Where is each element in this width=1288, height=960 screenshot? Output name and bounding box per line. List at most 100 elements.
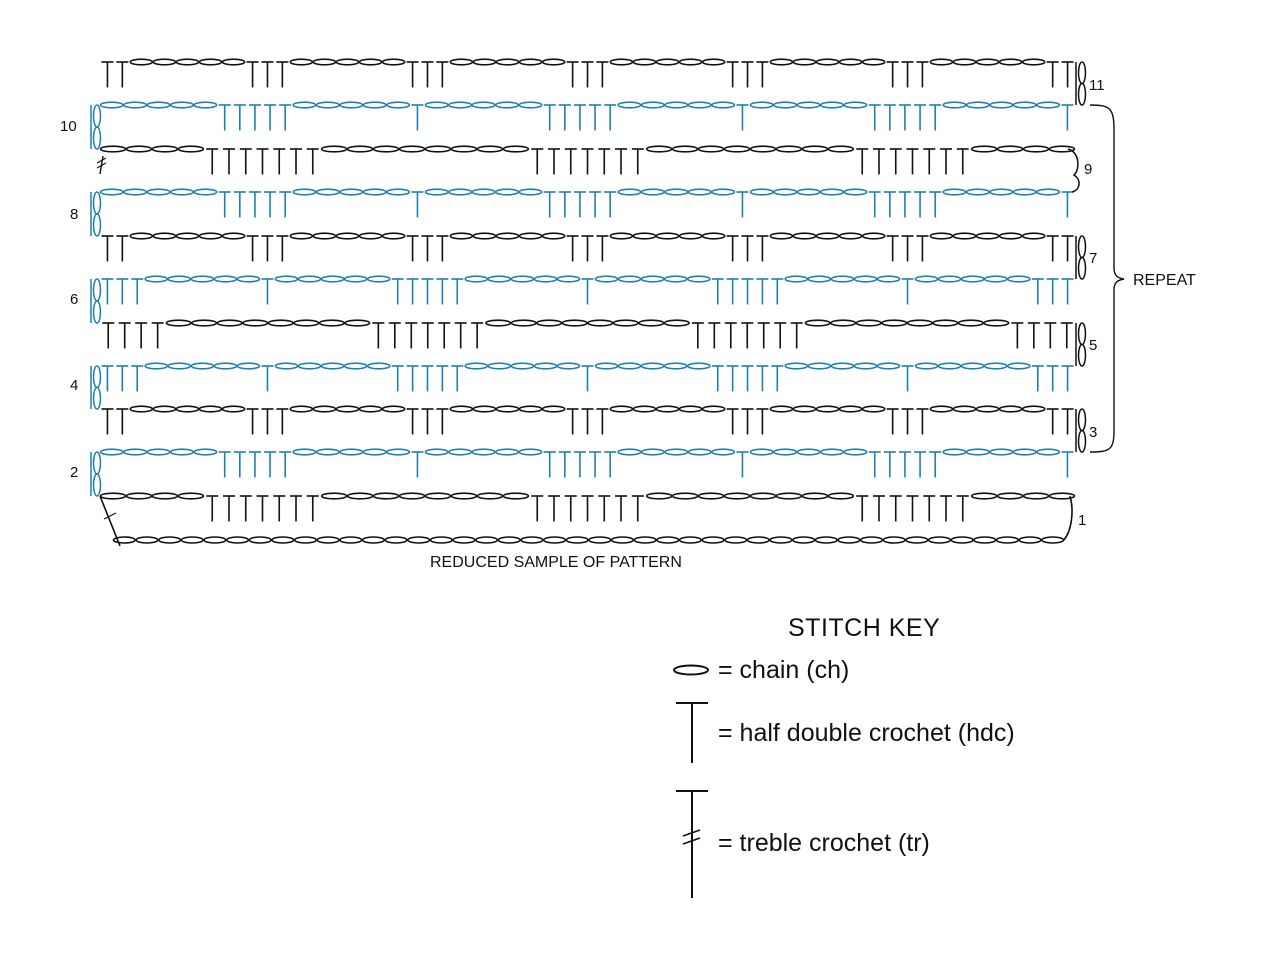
chain-stitch bbox=[983, 319, 1010, 327]
chain-stitch bbox=[335, 405, 360, 413]
turning-chain-row-9 bbox=[1067, 148, 1080, 193]
chain-stitch bbox=[687, 101, 712, 109]
chain-stitch bbox=[289, 58, 314, 66]
chain-stitch bbox=[123, 448, 148, 456]
chain-stitch bbox=[830, 319, 857, 327]
foundation-chain-stitch bbox=[384, 536, 408, 544]
chain-stitch bbox=[99, 448, 124, 456]
chain-stitch bbox=[807, 362, 832, 370]
chain-stitch bbox=[424, 145, 452, 153]
chain-stitch bbox=[830, 275, 855, 283]
foundation-chain-stitch bbox=[746, 536, 770, 544]
treble-icon bbox=[676, 790, 708, 898]
chain-stitch bbox=[655, 232, 680, 240]
chain-stitch bbox=[165, 319, 192, 327]
foundation-chain-stitch bbox=[157, 536, 182, 544]
chain-stitch bbox=[146, 188, 171, 196]
chain-stitch bbox=[448, 188, 473, 196]
chain-stitch bbox=[448, 101, 473, 109]
chain-stitch bbox=[645, 492, 673, 500]
chain-stitch bbox=[449, 232, 474, 240]
chain-stitch bbox=[144, 362, 169, 370]
chain-stitch bbox=[612, 319, 639, 327]
chain-stitch bbox=[144, 275, 169, 283]
chain-stitch bbox=[177, 492, 205, 500]
chain-stitch bbox=[965, 101, 990, 109]
turning-chain-right bbox=[1077, 82, 1087, 106]
foundation-chain-stitch bbox=[497, 536, 521, 544]
chain-stitch bbox=[198, 58, 223, 66]
chain-stitch bbox=[989, 448, 1014, 456]
chain-stitch bbox=[853, 362, 878, 370]
chain-stitch bbox=[876, 362, 901, 370]
chain-stitch bbox=[594, 362, 619, 370]
foundation-chain-stitch bbox=[542, 536, 567, 544]
chain-stitch bbox=[796, 448, 821, 456]
chain-stitch bbox=[827, 492, 855, 500]
foundation-chain-stitch bbox=[1018, 536, 1042, 544]
chain-stitch bbox=[609, 58, 634, 66]
chain-stitch bbox=[1048, 145, 1076, 153]
chain-stitch bbox=[929, 58, 954, 66]
foundation-chain-stitch bbox=[248, 536, 272, 544]
chain-stitch bbox=[518, 188, 543, 196]
row-7 bbox=[101, 232, 1074, 262]
turning-chain-left bbox=[92, 451, 102, 475]
chain-stitch bbox=[861, 405, 886, 413]
foundation-chain-stitch bbox=[882, 536, 906, 544]
turning-chain-left bbox=[92, 278, 102, 302]
chain-stitch bbox=[472, 232, 497, 240]
chain-stitch bbox=[193, 101, 218, 109]
chain-stitch bbox=[843, 101, 868, 109]
chain-stitch bbox=[476, 145, 504, 153]
foundation-chain-stitch bbox=[429, 536, 453, 544]
foundation-chain-stitch bbox=[724, 536, 748, 544]
chain-stitch bbox=[476, 492, 504, 500]
foundation-chain-stitch bbox=[112, 536, 136, 544]
foundation-chain-stitch bbox=[135, 536, 159, 544]
chain-stitch bbox=[381, 405, 406, 413]
chain-stitch bbox=[169, 101, 195, 109]
chain-stitch bbox=[749, 188, 774, 196]
chain-stitch bbox=[723, 492, 751, 500]
chain-stitch bbox=[541, 232, 566, 240]
chain-stitch bbox=[804, 319, 831, 327]
chain-stitch bbox=[335, 58, 360, 66]
foundation-chain-stitch bbox=[225, 536, 250, 544]
chain-stitch bbox=[541, 58, 566, 66]
chain-stitch bbox=[315, 448, 340, 456]
chain-stitch bbox=[449, 58, 474, 66]
chain-stitch bbox=[952, 232, 977, 240]
chain-stitch bbox=[315, 101, 340, 109]
chain-stitch bbox=[1006, 362, 1031, 370]
chain-stitch bbox=[1021, 405, 1046, 413]
chain-stitch bbox=[678, 58, 703, 66]
chain-stitch bbox=[1012, 188, 1037, 196]
chain-stitch bbox=[386, 101, 411, 109]
chain-stitch bbox=[193, 188, 218, 196]
chain-stitch bbox=[198, 405, 223, 413]
chain-stitch bbox=[970, 492, 998, 500]
chain-stitch bbox=[838, 58, 863, 66]
key-hdc-label: = half double crochet (hdc) bbox=[718, 719, 1015, 747]
chain-stitch bbox=[801, 492, 829, 500]
chain-stitch bbox=[541, 405, 566, 413]
chain-stitch bbox=[216, 319, 243, 327]
chain-stitch bbox=[792, 232, 817, 240]
chain-stitch bbox=[749, 101, 774, 109]
chain-stitch bbox=[152, 58, 177, 66]
foundation-chain-stitch bbox=[791, 536, 816, 544]
chain-stitch bbox=[129, 405, 154, 413]
chain-stitch bbox=[686, 275, 711, 283]
row-3 bbox=[101, 405, 1074, 435]
chain-stitch bbox=[125, 145, 153, 153]
row-label-2: 2 bbox=[70, 464, 78, 481]
chain-stitch bbox=[843, 448, 868, 456]
chain-stitch bbox=[617, 362, 642, 370]
chain-stitch bbox=[942, 188, 967, 196]
chain-stitch bbox=[960, 275, 985, 283]
chain-stitch bbox=[1036, 448, 1061, 456]
chain-stitch bbox=[819, 188, 845, 196]
row-6 bbox=[101, 275, 1074, 305]
chain-stitch bbox=[914, 362, 939, 370]
